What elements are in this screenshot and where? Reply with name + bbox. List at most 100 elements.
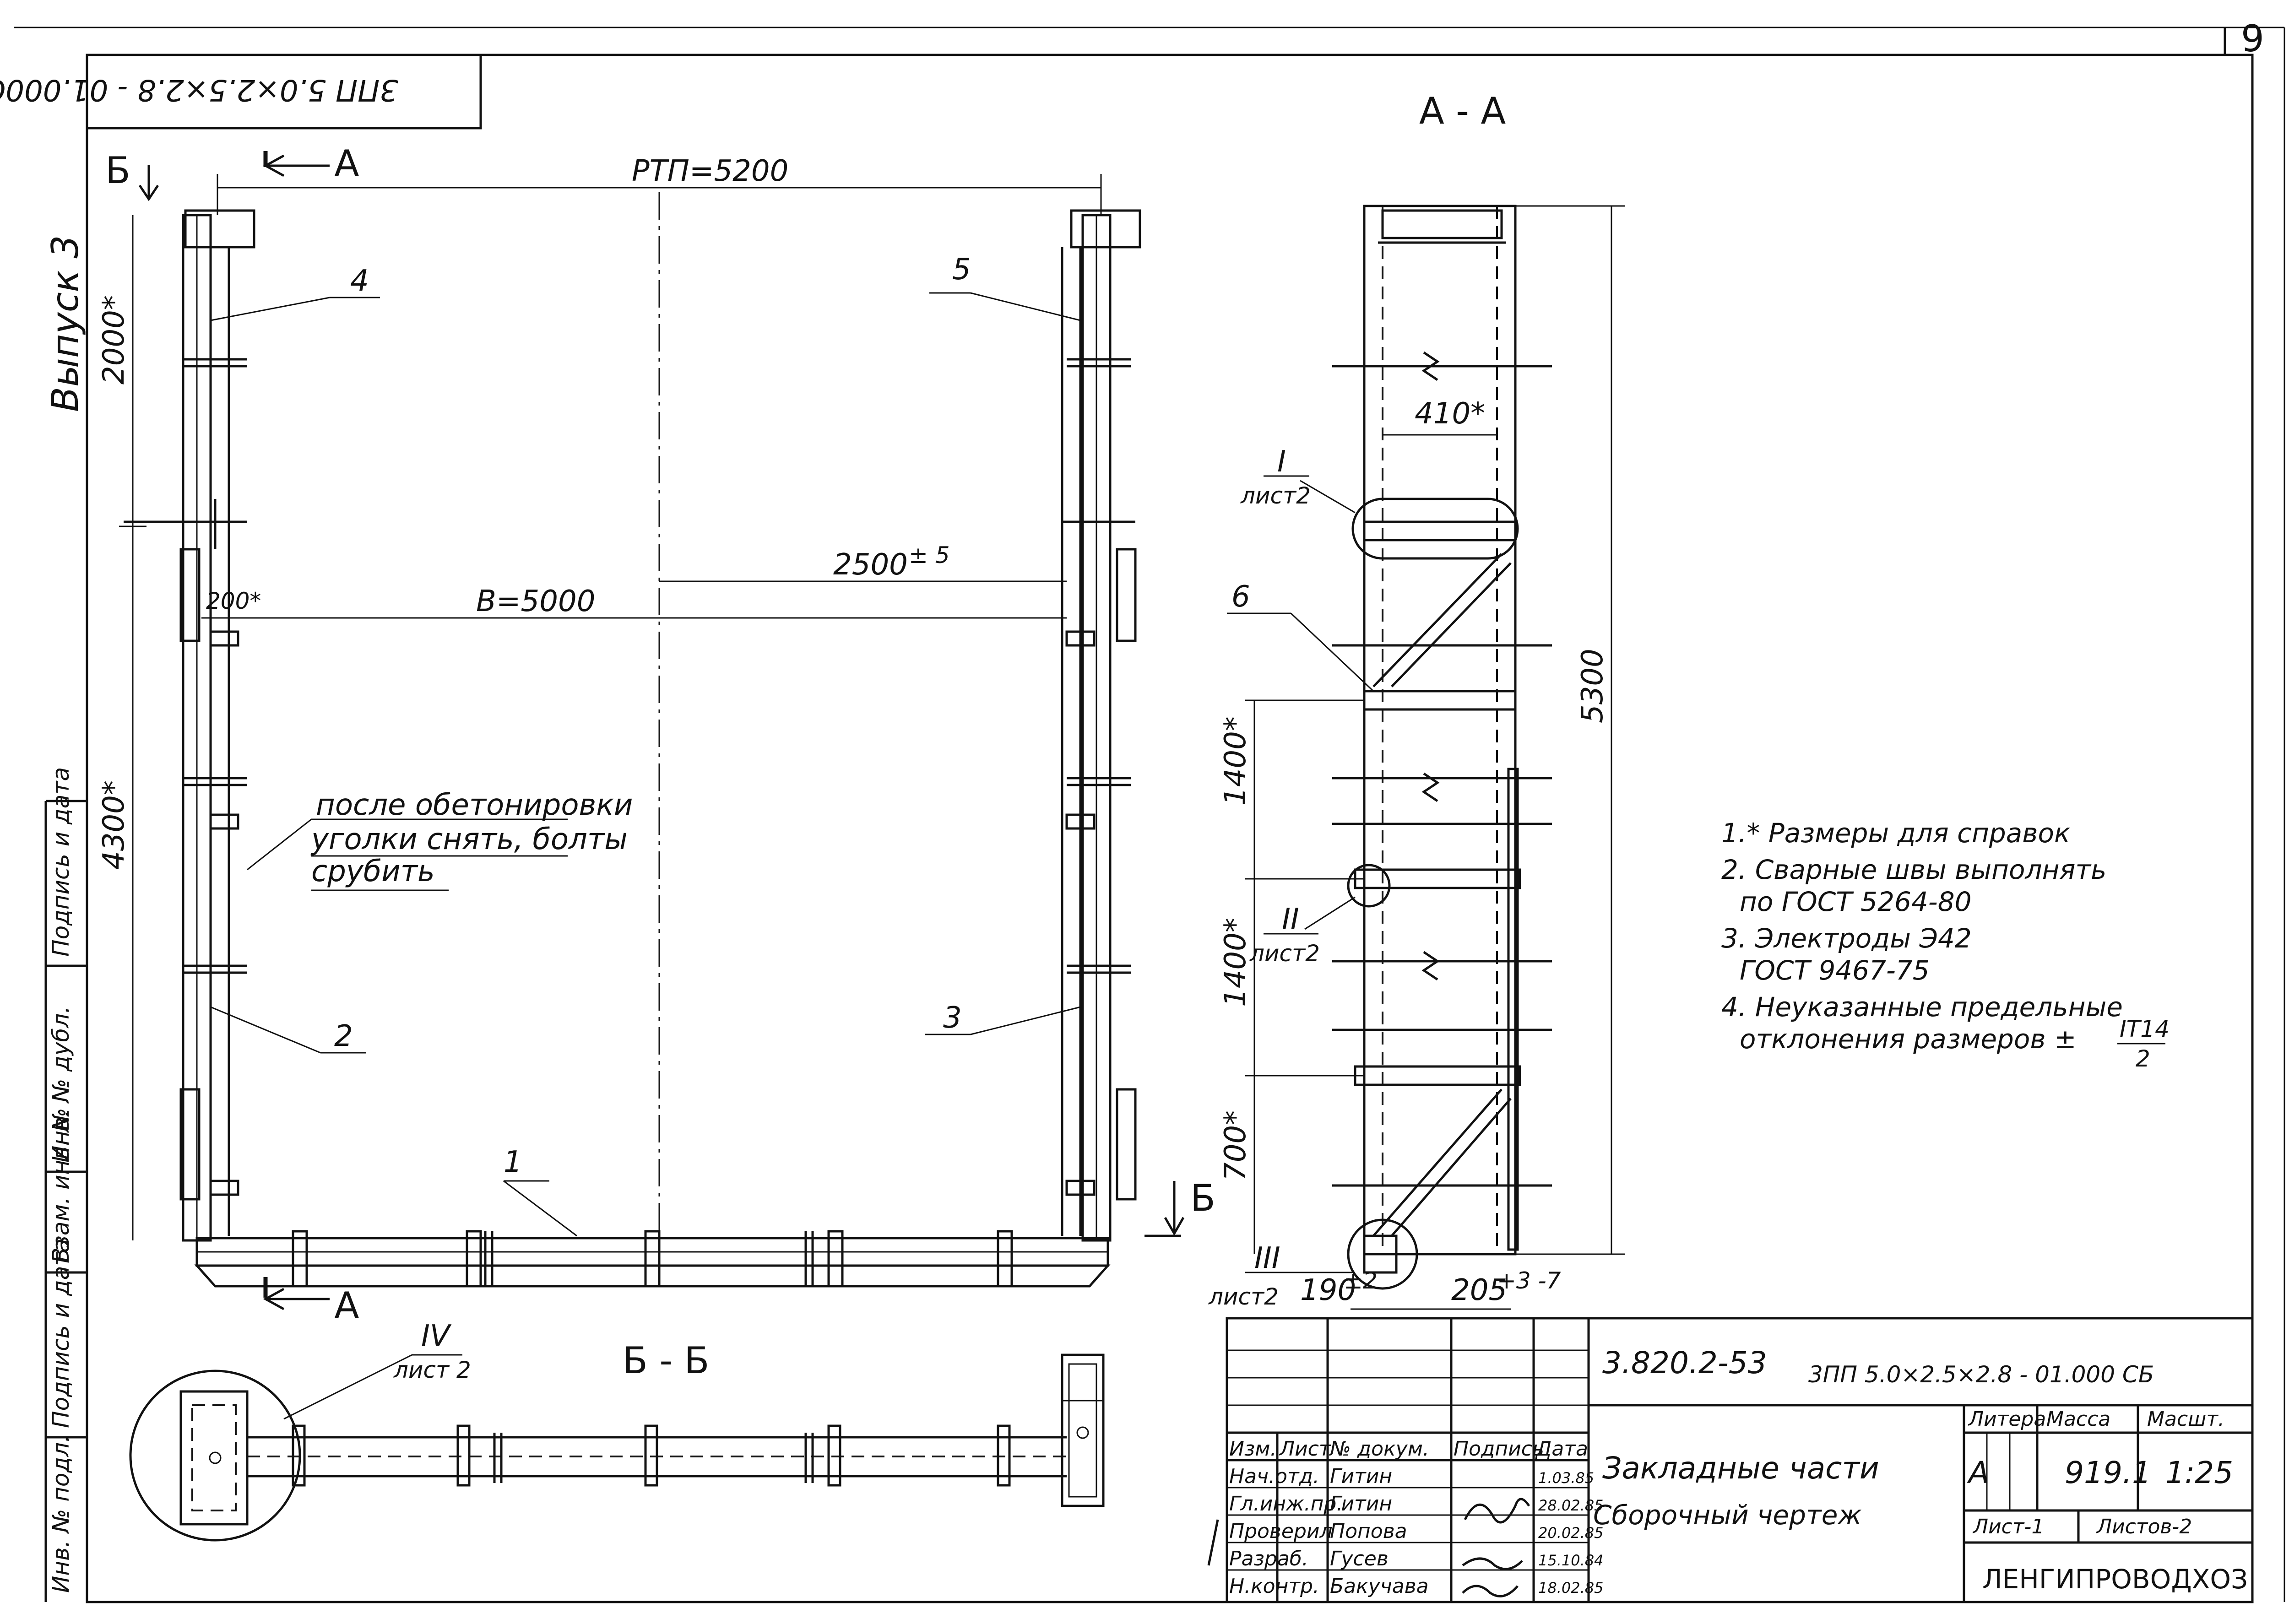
technical-notes: 1.* Размеры для справок 2. Сварные швы в… [1721,817,2170,1072]
detail-II: II [1282,903,1299,937]
tb-title-2: Сборочный чертеж [1593,1499,1862,1531]
tb-head-date: Дата [1535,1437,1588,1461]
tb-row-name-0: Гитин [1330,1465,1392,1488]
note-line-2: уголки снять, болты [310,823,628,856]
detail-I: I [1277,445,1286,479]
dim-205-tol: +3 -7 [1497,1267,1561,1294]
note-4: 4. Неуказанные предельные [1721,991,2123,1023]
tb-row-date-1: 28.02.85 [1538,1497,1604,1514]
note-4-frac-num: IT14 [2120,1016,2170,1042]
callout-5: 5 [952,253,971,287]
tb-litera-label: Литера [1968,1407,2046,1431]
tb-mass-label: Масса [2046,1407,2110,1431]
note-line-3: срубить [311,855,435,888]
section-aa-title: А - А [1419,90,1506,132]
margin-field-dubl: Инв. № дубл. [48,1006,74,1163]
section-mark-a-bottom: А [334,1284,359,1327]
tb-row-name-4: Бакучава [1330,1575,1429,1598]
section-bb: Б - Б IV лист 2 [129,1319,1105,1542]
note-3: 3. Электроды Э42 [1721,923,1972,954]
tb-row-name-1: Гитин [1330,1492,1392,1516]
note-line-1: после обетонировки [316,788,633,822]
tb-scale-label: Масшт. [2147,1407,2224,1431]
dim-half-tol: ± 5 [909,542,950,568]
series-label: Выпуск 3 [44,235,87,412]
dim-4300: 4300* [97,780,131,870]
sheet-number: 9 [2241,17,2264,60]
tb-head-sign: Подпись [1454,1437,1544,1461]
margin-field-sign-date: Подпись и дата [48,1239,74,1428]
signature-1 [1464,1498,1530,1524]
note-4b: отклонения размеров ± [1740,1023,2077,1055]
detail-IV: IV [421,1319,452,1353]
tb-title-1: Закладные части [1602,1451,1879,1486]
note-1: 1.* Размеры для справок [1721,817,2070,849]
tb-sheets-label: Листов-2 [2096,1515,2192,1538]
tb-scale-value: 1:25 [2165,1455,2233,1490]
tb-head-izm: Изм. [1229,1437,1277,1461]
callout-3: 3 [943,1001,962,1035]
detail-III: III [1254,1241,1280,1275]
tb-row-name-3: Гусев [1330,1547,1389,1570]
callout-4: 4 [350,264,369,298]
dim-190: 190 [1300,1273,1356,1307]
tb-litera-value: А [1967,1455,1989,1490]
signature-2 [1462,1557,1523,1570]
title-block: 3.820.2-53 3ПП 5.0×2.5×2.8 - 01.000 СБ З… [1207,1317,2254,1603]
tb-row-date-3: 15.10.84 [1538,1552,1604,1569]
tb-head-list: Лист [1279,1437,1331,1461]
tb-row-role-0: Нач.отд. [1229,1465,1319,1488]
tb-row-date-2: 20.02.85 [1538,1524,1604,1542]
tb-head-doc: № докум. [1329,1437,1429,1461]
section-mark-b-top: Б [105,149,130,192]
dim-span: РТП=5200 [632,154,788,188]
tb-mass-value: 919.1 [2065,1455,2151,1490]
tb-row-role-4: Н.контр. [1229,1575,1319,1598]
upper-stamp-text: 3ПП 5.0×2.5×2.8 - 01.000СБ [0,73,398,107]
section-mark-b-right: Б [1190,1177,1215,1219]
sheet-frame [14,27,2285,1603]
dim-width: В=5000 [476,585,595,618]
signature-3 [1462,1585,1519,1597]
tb-row-name-2: Попова [1330,1520,1407,1543]
section-bb-title: Б - Б [623,1339,710,1382]
detail-I-ref: лист2 [1240,482,1311,509]
callout-2: 2 [334,1019,353,1053]
note-2b: по ГОСТ 5264-80 [1740,886,1972,917]
callout-1: 1 [504,1145,522,1179]
margin-field-vzam: Взам. инв. № [48,1108,74,1263]
margin-field-inv: Инв. № подл. [48,1435,74,1593]
tb-row-role-1: Гл.инж.пр. [1229,1492,1343,1516]
dim-1400-top: 1400* [1219,716,1253,806]
margin-field-sign-date-2: Подпись и дата [48,767,74,957]
dim-410: 410* [1415,397,1485,431]
main-view: А Б А Б РТП=5200 [97,142,1215,1327]
tb-organization: ЛЕНГИПРОВОДХОЗ [1982,1564,2248,1595]
tb-row-date-0: 1.03.85 [1538,1469,1594,1487]
note-4-frac-den: 2 [2136,1045,2150,1072]
tb-series-code: 3.820.2-53 [1602,1345,1767,1380]
tb-doc-code: 3ПП 5.0×2.5×2.8 - 01.000 СБ [1808,1361,2154,1388]
tb-row-role-2: Проверил [1229,1520,1333,1543]
tb-sheet-label: Лист-1 [1972,1515,2044,1538]
dim-1400-bottom: 1400* [1219,918,1253,1007]
note-3b: ГОСТ 9467-75 [1740,955,1930,986]
left-margin-strip: Подпись и дата Инв. № дубл. Взам. инв. №… [44,767,87,1602]
dim-700: 700* [1219,1110,1253,1181]
callout-6: 6 [1231,580,1250,614]
dim-5300: 5300 [1576,649,1610,723]
section-aa: А - А 410* [1208,90,1625,1310]
dim-200: 200* [206,588,261,614]
note-2: 2. Сварные швы выполнять [1721,854,2106,885]
dim-205: 205 [1451,1273,1507,1307]
section-mark-a-top: А [334,142,359,185]
tb-row-role-3: Разраб. [1229,1547,1308,1570]
detail-II-ref: лист2 [1249,940,1320,967]
detail-IV-ref: лист 2 [393,1357,471,1383]
upper-stamp: 3ПП 5.0×2.5×2.8 - 01.000СБ [0,54,482,130]
dim-2000: 2000* [97,295,131,384]
dim-half: 2500 [833,548,908,582]
detail-III-ref: лист2 [1208,1283,1279,1310]
